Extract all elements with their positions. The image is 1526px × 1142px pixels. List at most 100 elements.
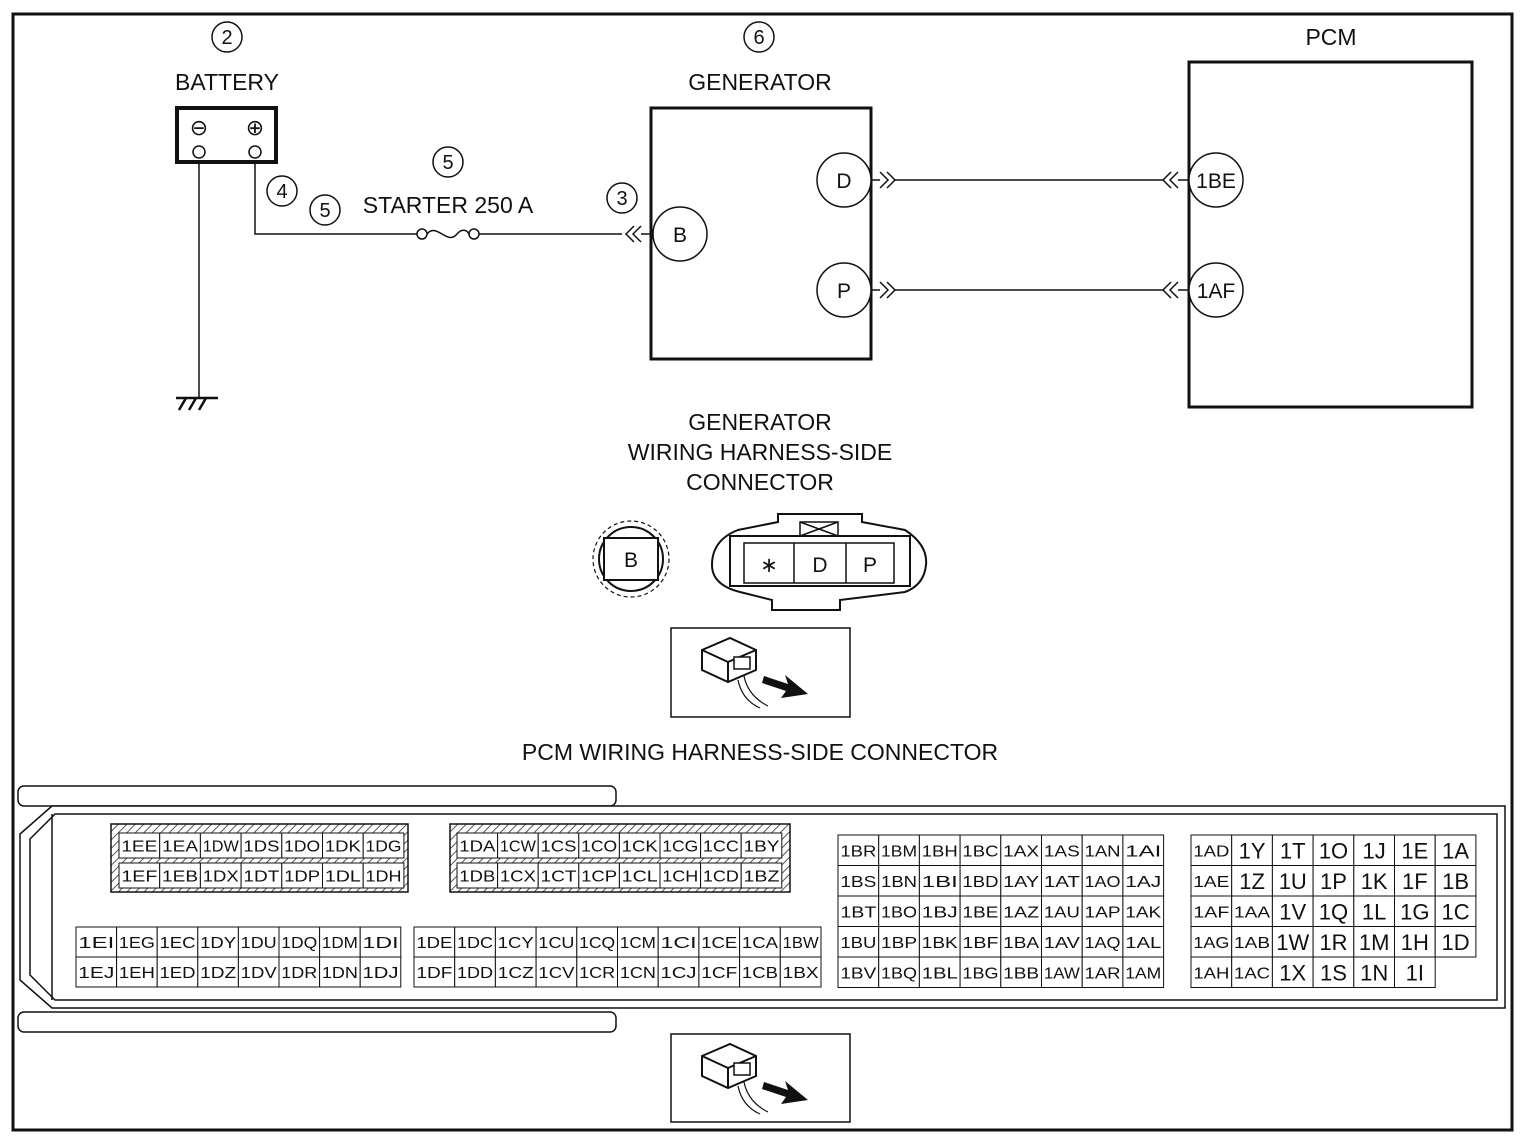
pin-label: 1DO <box>284 839 320 856</box>
pin-cell <box>75 956 118 988</box>
pin-cell <box>1434 895 1477 927</box>
pin-cell <box>1081 956 1124 988</box>
pin-label: 1DY <box>200 935 236 952</box>
battery-to-generator-wire <box>254 162 417 235</box>
pin-cell <box>1271 895 1314 927</box>
pin-cell <box>1394 956 1436 988</box>
pcm-terminal-1af <box>1188 262 1244 318</box>
pin-label: 1V <box>1279 899 1306 924</box>
pin-label: 1AM <box>1125 965 1161 982</box>
pin-cell <box>779 956 822 988</box>
pin-cell <box>497 832 539 859</box>
pin-label: 1D <box>1441 930 1469 955</box>
pin-cell <box>1190 926 1233 958</box>
fuse-callout: 5 <box>442 152 453 174</box>
pin-label: 1O <box>1319 838 1348 863</box>
pin-label: 1BC <box>962 843 998 860</box>
pin-label: 1CJ <box>661 965 697 982</box>
outer-frame <box>11 12 1514 1132</box>
pin-cell <box>362 862 405 889</box>
pin-cell <box>116 926 158 958</box>
pin-label: 1R <box>1319 930 1347 955</box>
pin-label: 1DC <box>457 935 493 952</box>
battery-group: 2 BATTERY ⊖ ⊕ <box>175 21 279 164</box>
pin-label: 1CR <box>579 965 615 982</box>
pin-cell <box>1041 926 1083 958</box>
pin-cell <box>1394 834 1436 866</box>
pin-label: 1N <box>1360 960 1388 985</box>
pin-label: 1AS <box>1044 843 1080 860</box>
pin-label: 1CU <box>538 935 574 952</box>
pin-label: 1EC <box>160 935 196 952</box>
pin-label: 1DQ <box>281 935 317 952</box>
pin-label: 1AO <box>1085 874 1121 891</box>
pin-label: 1BI <box>922 874 958 891</box>
pin-label: 1DI <box>363 935 399 952</box>
pin-label: 1DL <box>325 869 361 886</box>
pin-label: 1CB <box>742 965 778 982</box>
pin-label: 1C <box>1441 899 1469 924</box>
pin-label: 1AT <box>1044 874 1080 891</box>
pin-label: 1G <box>1400 899 1429 924</box>
pin-label: 1EH <box>119 965 155 982</box>
pin-cell <box>878 834 920 866</box>
pin-cell <box>535 956 578 988</box>
pin-cell <box>197 956 239 988</box>
wire4-callout-circle <box>266 175 298 207</box>
pin-label: 1DE <box>416 935 452 952</box>
pin-cell <box>359 926 402 958</box>
pin-label: 1AI <box>1125 843 1161 860</box>
pin-cell <box>1041 956 1083 988</box>
pcm-terminal-1af-label: 1AF <box>1197 280 1236 303</box>
pin-cell <box>918 926 961 958</box>
pin-label: 1CE <box>701 935 737 952</box>
pin-cell <box>322 832 364 859</box>
pin-cell <box>578 862 620 889</box>
pin-label: 1CA <box>742 935 778 952</box>
pin-label: 1AB <box>1234 935 1270 952</box>
battery-callout: 2 <box>221 27 232 49</box>
pin-label: 1M <box>1359 930 1390 955</box>
pin-label: 1DG <box>366 839 402 856</box>
pin-label: 1BZ <box>744 869 780 886</box>
pin-label: 1AD <box>1193 843 1229 860</box>
pin-cell <box>918 956 961 988</box>
pin-label: 1EJ <box>78 965 114 982</box>
pin-label: 1CK <box>622 839 658 856</box>
pin-label: 1DK <box>325 839 361 856</box>
pin-label: 1CO <box>581 839 617 856</box>
pin-cell <box>700 832 742 859</box>
pin-label: 1BV <box>840 965 876 982</box>
pin-label: 1BF <box>962 935 998 952</box>
pin-label: 1BD <box>962 874 998 891</box>
pin-cell <box>197 926 239 958</box>
pin-label: 1AJ <box>1125 874 1161 891</box>
pin-label: 1CD <box>703 869 739 886</box>
pin-cell <box>878 865 920 897</box>
pin-cell <box>959 865 1002 897</box>
ground-icon <box>176 396 218 411</box>
pin-cell <box>1434 865 1477 897</box>
pin-label: 1AL <box>1125 935 1161 952</box>
pin-label: 1F <box>1402 869 1428 894</box>
p-signal-wire <box>871 281 1190 299</box>
pin-label: 1P <box>1320 869 1347 894</box>
pin-label: 1BS <box>840 874 876 891</box>
dp-connector-pin-3: P <box>863 554 877 577</box>
pin-cell <box>1122 926 1165 958</box>
pin-label: 1CG <box>662 839 698 856</box>
pin-label: 1DW <box>203 839 240 856</box>
generator-callout-circle <box>743 21 775 53</box>
gen-connector-title-2: WIRING HARNESS-SIDE <box>628 439 893 465</box>
pin-cell <box>740 832 783 859</box>
pin-label: 1K <box>1361 869 1388 894</box>
pin-cell <box>199 862 242 889</box>
pin-cell <box>576 956 618 988</box>
pin-cell <box>1122 956 1165 988</box>
pin-cell <box>413 956 456 988</box>
generator-group: 6 GENERATOR B D P <box>649 21 873 361</box>
pin-label: 1CN <box>620 965 656 982</box>
pin-label: 1DD <box>457 965 493 982</box>
